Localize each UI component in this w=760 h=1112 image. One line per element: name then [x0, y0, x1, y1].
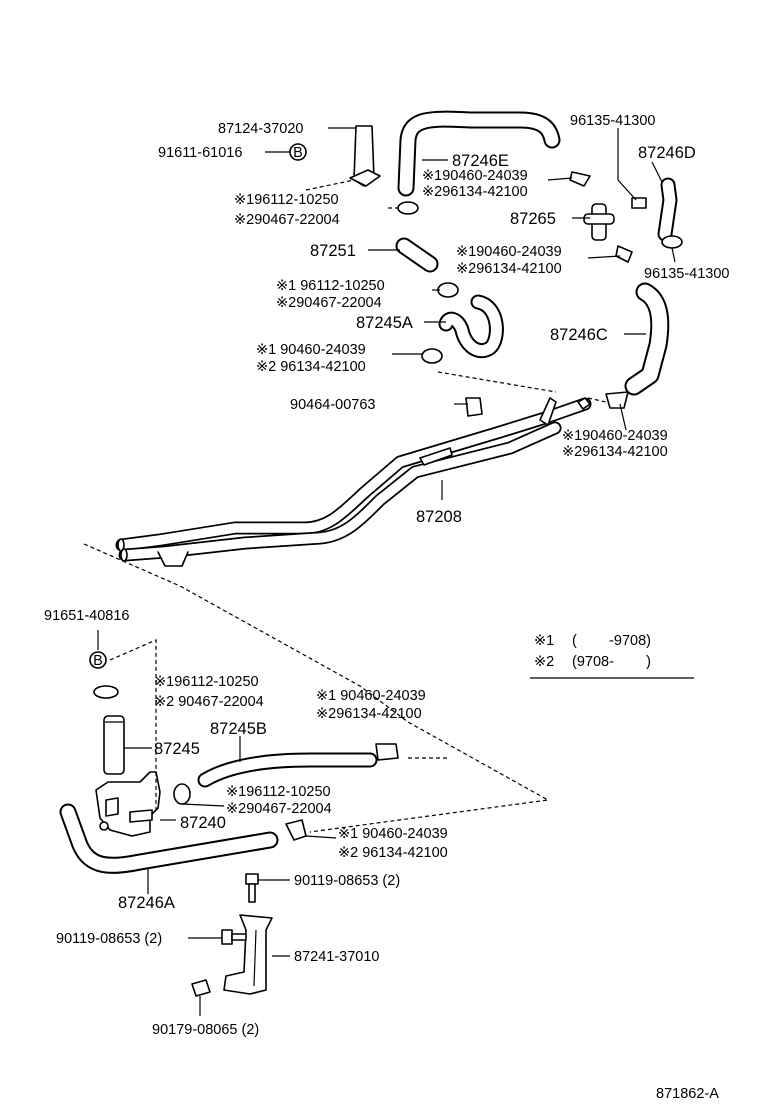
- svg-text:B: B: [93, 653, 103, 669]
- label-90179-08065: 90179-08065 (2): [152, 1022, 259, 1038]
- leader-lines: [97, 127, 676, 1016]
- label-290467-22004-a: ※290467-22004: [234, 212, 340, 228]
- label-190460-24039-b: ※190460-24039: [456, 244, 562, 260]
- label-290467-22004-b: ※290467-22004: [276, 295, 382, 311]
- bracket-87241-37010[interactable]: [223, 914, 273, 995]
- legend-row1-range: ( -9708): [572, 633, 651, 649]
- dashed-guide-lines: [83, 179, 607, 833]
- label-91611-61016: 91611-61016: [158, 145, 242, 161]
- label-190460-24039-c: ※1 90460-24039: [256, 342, 366, 358]
- water-valve-87240[interactable]: [95, 771, 161, 837]
- hose-87251[interactable]: [395, 237, 439, 273]
- hose-clamp-lower-left[interactable]: [93, 685, 119, 699]
- label-196112-10250-c: ※196112-10250: [154, 674, 259, 690]
- label-290467-22004-c: ※2 90467-22004: [154, 694, 264, 710]
- label-91651-40816: 91651-40816: [44, 608, 129, 624]
- label-196112-10250-d: ※196112-10250: [226, 784, 331, 800]
- hose-clamp-96135-upper[interactable]: [631, 197, 647, 209]
- legend: ※1 ( -9708) ※2 (9708- ): [530, 633, 694, 679]
- nut-90179-08065[interactable]: [191, 979, 211, 997]
- label-296134-42100-e: ※296134-42100: [316, 706, 422, 722]
- clip-upper-right[interactable]: [569, 171, 591, 187]
- label-87246D: 87246D: [638, 144, 696, 162]
- label-296134-42100-f: ※2 96134-42100: [338, 845, 448, 861]
- hose-clamp-87245B[interactable]: [173, 783, 191, 805]
- label-190460-24039-a: ※190460-24039: [422, 168, 528, 184]
- clip-87245A[interactable]: [421, 348, 443, 364]
- label-87240: 87240: [180, 814, 226, 832]
- hose-clamp-top-left[interactable]: [397, 201, 419, 215]
- label-87246C: 87246C: [550, 326, 608, 344]
- hose-87246A[interactable]: [59, 803, 279, 874]
- clamp-87124-37020[interactable]: [349, 125, 381, 187]
- clip-lower-mid[interactable]: [285, 819, 307, 841]
- label-196112-10250-a: ※196112-10250: [234, 192, 339, 208]
- hose-87246D[interactable]: [657, 177, 678, 242]
- label-96135-41300-a: 96135-41300: [570, 113, 655, 129]
- label-290467-22004-d: ※290467-22004: [226, 801, 332, 817]
- label-87246A: 87246A: [118, 894, 175, 912]
- hose-clamp-mid[interactable]: [437, 282, 459, 298]
- label-87124-37020: 87124-37020: [218, 121, 303, 137]
- label-196112-10250-b: ※1 96112-10250: [276, 278, 385, 294]
- clip-87245B-end[interactable]: [375, 743, 399, 761]
- label-190460-24039-e: ※1 90460-24039: [316, 688, 426, 704]
- label-87251: 87251: [310, 242, 356, 260]
- bolt-90119-08653-top[interactable]: [245, 873, 259, 903]
- part-number-labels: 87124-37020 91611-61016 ※196112-10250 ※2…: [44, 113, 729, 1102]
- label-87245B: 87245B: [210, 720, 267, 738]
- clip-90464-00763[interactable]: [465, 397, 483, 417]
- legend-row2-mark: ※2: [534, 654, 554, 670]
- hose-87245[interactable]: [103, 715, 125, 775]
- bolt-callout-b-bottom: B: [89, 651, 107, 669]
- tee-connector-87265[interactable]: [583, 203, 615, 241]
- label-190460-24039-d: ※190460-24039: [562, 428, 668, 444]
- label-87265: 87265: [510, 210, 556, 228]
- drawing-number: 871862-A: [656, 1086, 719, 1102]
- label-87208: 87208: [416, 508, 462, 526]
- hose-87245A[interactable]: [438, 294, 504, 359]
- clip-mid-right[interactable]: [615, 245, 633, 263]
- legend-row1-mark: ※1: [534, 633, 554, 649]
- label-90119-08653-a: 90119-08653 (2): [294, 873, 400, 889]
- heater-water-pipe-87208[interactable]: [115, 397, 592, 567]
- label-296134-42100-a: ※296134-42100: [422, 184, 528, 200]
- svg-text:B: B: [293, 145, 303, 161]
- label-87246E: 87246E: [452, 152, 509, 170]
- hose-87245B[interactable]: [197, 752, 378, 788]
- hose-clamp-96135-lower[interactable]: [661, 235, 683, 249]
- hose-87246C[interactable]: [624, 282, 670, 396]
- label-296134-42100-d: ※296134-42100: [562, 444, 668, 460]
- clip-pipe-right[interactable]: [605, 391, 629, 409]
- label-87245: 87245: [154, 740, 200, 758]
- label-190460-24039-f: ※1 90460-24039: [338, 826, 448, 842]
- bolt-callout-b-top: B: [289, 143, 307, 161]
- label-296134-42100-c: ※2 96134-42100: [256, 359, 366, 375]
- label-90119-08653-b: 90119-08653 (2): [56, 931, 162, 947]
- legend-row2-range: (9708- ): [572, 654, 651, 670]
- label-90464-00763: 90464-00763: [290, 397, 375, 413]
- hose-87246E[interactable]: [397, 110, 561, 197]
- label-296134-42100-b: ※296134-42100: [456, 261, 562, 277]
- bolt-90119-08653-side[interactable]: [221, 929, 247, 945]
- label-87245A: 87245A: [356, 314, 413, 332]
- label-87241-37010: 87241-37010: [294, 949, 379, 965]
- label-96135-41300-b: 96135-41300: [644, 266, 729, 282]
